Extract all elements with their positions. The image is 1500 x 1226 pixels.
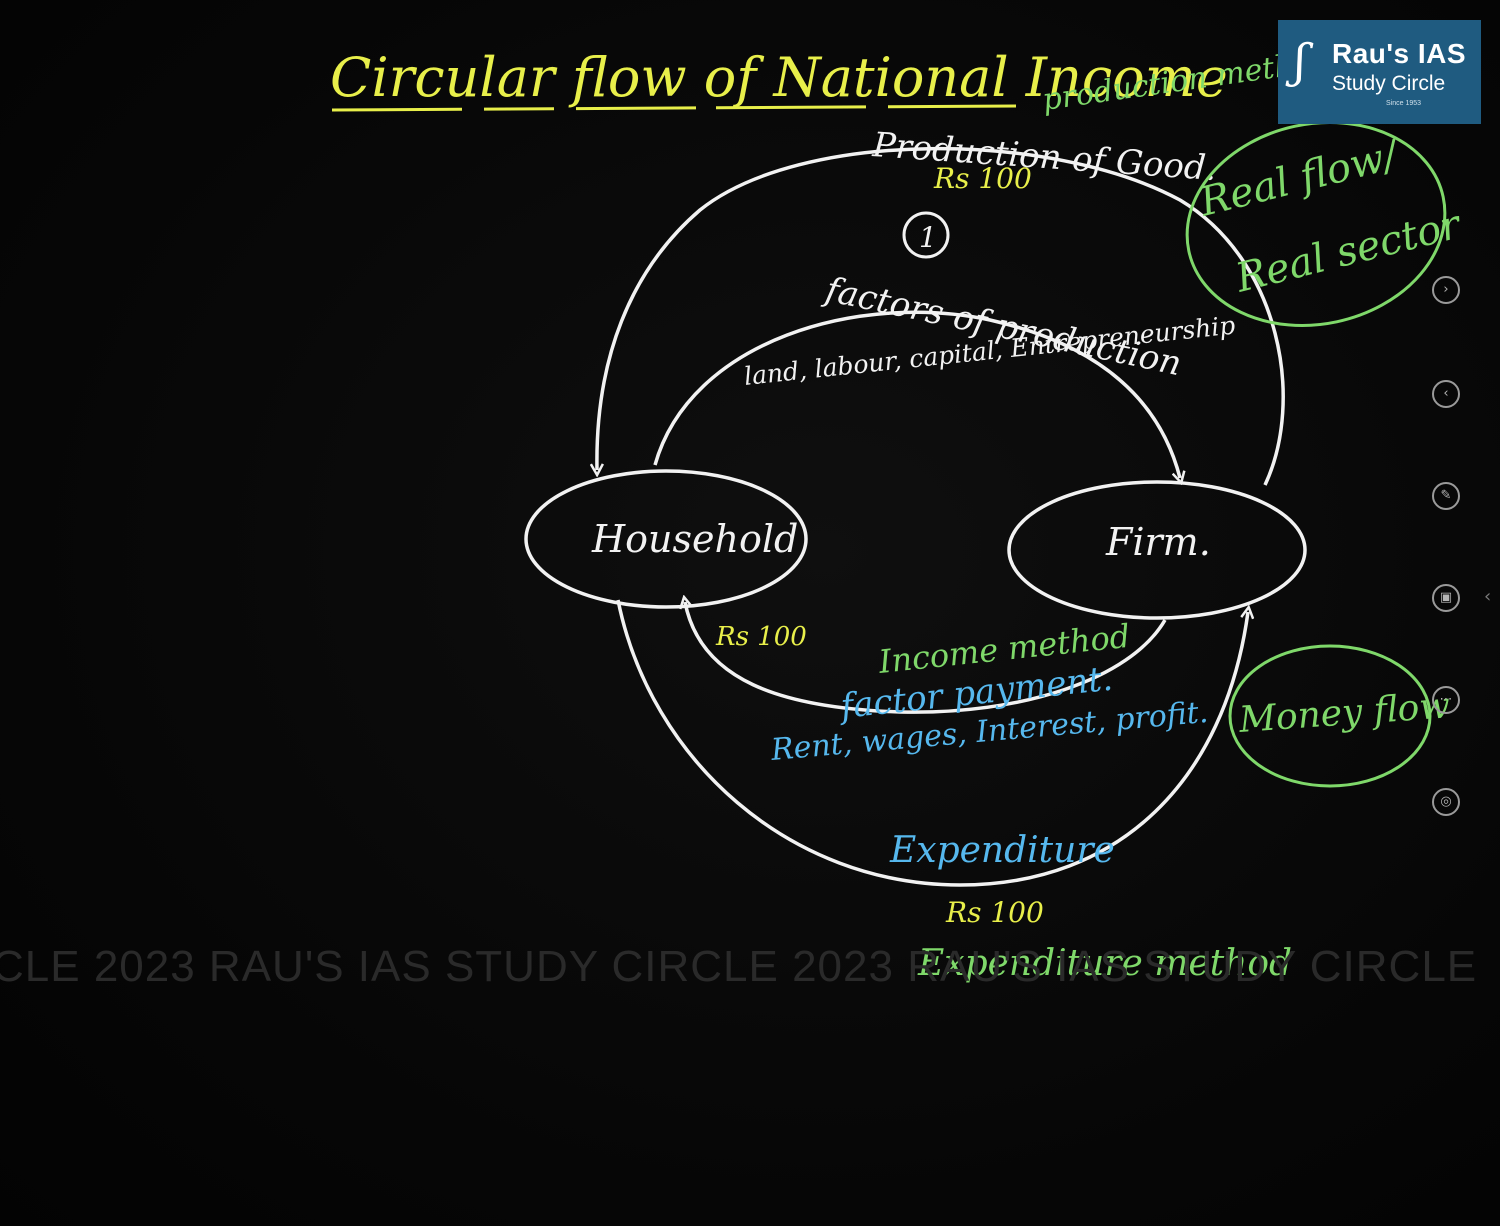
board-title: Circular flow of National Income bbox=[330, 46, 1228, 109]
logo-since: Since 1953 bbox=[1386, 100, 1422, 107]
collapse-chevron-icon[interactable]: ‹ bbox=[1484, 586, 1492, 607]
household-label: Household bbox=[591, 517, 798, 561]
outer-bottom-arrow bbox=[616, 599, 1248, 887]
tool-rail: › ‹ ✎ ▣ ⋯ ◎ bbox=[1426, 268, 1470, 828]
bottom-flow-amount: Rs 100 bbox=[945, 896, 1044, 929]
screen-icon[interactable]: ▣ bbox=[1432, 584, 1460, 612]
logo-subtitle: Study Circle bbox=[1332, 72, 1446, 95]
logo-name: Rau's IAS bbox=[1332, 38, 1467, 69]
rau-ias-logo: ʃ Rau's IAS Study Circle Since 1953 bbox=[1278, 20, 1481, 124]
money-flow-label: Money flow bbox=[1237, 685, 1452, 741]
production-of-good-label: Production of Good. bbox=[870, 125, 1218, 189]
inner-top-arrow bbox=[653, 310, 1180, 478]
logo-mark-icon: ʃ bbox=[1294, 34, 1307, 88]
flow-number-circle bbox=[902, 211, 950, 259]
forward-icon[interactable]: › bbox=[1432, 276, 1460, 304]
present-icon[interactable]: ◎ bbox=[1432, 788, 1460, 816]
money-flow-callout bbox=[1228, 644, 1432, 788]
watermark-text: CLE 2023 RAU'S IAS STUDY CIRCLE 2023 RAU… bbox=[0, 942, 1478, 991]
flow-number: 1 bbox=[919, 221, 937, 254]
inner-bottom-amount: Rs 100 bbox=[715, 622, 807, 652]
outer-top-arrow bbox=[597, 146, 1285, 486]
top-flow-amount: Rs 100 bbox=[933, 162, 1032, 195]
title-underline bbox=[331, 104, 1017, 112]
real-flow-callout bbox=[1185, 121, 1447, 327]
more-icon[interactable]: ⋯ bbox=[1432, 686, 1460, 714]
back-icon[interactable]: ‹ bbox=[1432, 380, 1460, 408]
firm-label: Firm. bbox=[1105, 520, 1211, 564]
household-node bbox=[524, 469, 808, 609]
expenditure-method-note: Expenditure method bbox=[917, 943, 1292, 984]
expenditure-label: Expenditure bbox=[889, 830, 1115, 871]
pen-icon[interactable]: ✎ bbox=[1432, 482, 1460, 510]
firm-node bbox=[1007, 480, 1307, 620]
real-flow-line1: Real flow/ bbox=[1194, 131, 1405, 226]
inner-bottom-arrow bbox=[685, 602, 1167, 714]
